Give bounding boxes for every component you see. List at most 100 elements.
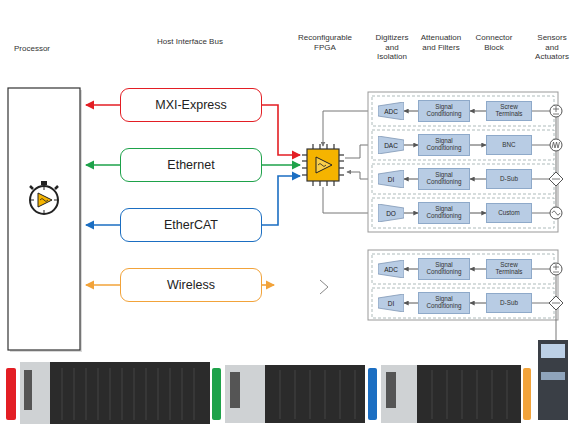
- stopwatch-icon: [30, 186, 33, 189]
- sensor-wire: [532, 213, 550, 214]
- fpga-chip: [312, 144, 313, 149]
- chassis-photo: [325, 370, 326, 419]
- digitizer-shape: [378, 260, 404, 278]
- connector-block: D-Sub: [486, 293, 532, 313]
- column-heading: Sensors and Actuators: [531, 33, 573, 62]
- signal-arrow: [404, 303, 418, 304]
- digitizer-shape: [378, 204, 404, 222]
- digitizer-block: DI: [378, 294, 404, 312]
- chassis-photo: [158, 368, 159, 420]
- sensor-wire: [532, 111, 550, 112]
- fpga-chip: [339, 160, 344, 161]
- chassis-photo: [477, 370, 478, 419]
- sensor-wire: [532, 179, 549, 180]
- column-heading: Processor: [0, 44, 64, 54]
- fpga-chip: [302, 154, 307, 155]
- sensor-wire: [532, 303, 549, 304]
- bus-arrow: [86, 284, 120, 286]
- chassis-photo: [146, 368, 147, 420]
- bus-box: EtherCAT: [120, 208, 262, 242]
- fpga-chip: [326, 181, 327, 186]
- fpga-chip: [302, 174, 307, 175]
- processor-box: [8, 88, 80, 350]
- column-heading: Digitizers and Isolation: [372, 33, 412, 62]
- fpga-chip: [302, 167, 307, 168]
- node-text: Wireless: [167, 278, 215, 292]
- module-group: [372, 164, 554, 194]
- sensor-symbol: [550, 105, 562, 117]
- chassis-photo: [20, 362, 50, 424]
- chassis-photo: [74, 368, 75, 420]
- module-group: [368, 92, 558, 232]
- processor-box: [8, 88, 82, 352]
- signal-arrow: [470, 213, 486, 214]
- sensor-symbol: [549, 296, 563, 310]
- chassis-photo: [541, 372, 565, 380]
- fpga-chip: [326, 144, 327, 149]
- sensor-symbol: [552, 142, 560, 148]
- sensor-symbol: [552, 211, 560, 215]
- node-text: EtherCAT: [164, 218, 218, 232]
- fpga-chip: [339, 174, 344, 175]
- chassis-photo: [182, 368, 183, 420]
- chassis-photo: [194, 368, 195, 420]
- sensor-symbol: [552, 179, 560, 180]
- fpga-chip: [318, 164, 326, 167]
- digitizer-block: ADC: [378, 102, 404, 120]
- connector-block: Custom: [486, 203, 532, 223]
- stopwatch-icon: [40, 199, 48, 202]
- signal-arrow: [404, 269, 418, 270]
- chassis-photo: [295, 370, 296, 419]
- module-group: [372, 130, 554, 160]
- node-text: Signal Conditioning: [420, 138, 468, 151]
- chassis-photo: [122, 368, 123, 420]
- chassis-photo: [212, 368, 221, 420]
- node-text: D-Sub: [500, 300, 518, 307]
- signal-arrow: [470, 303, 486, 304]
- digitizer-shape: [378, 170, 404, 188]
- fpga-chip: [339, 154, 344, 155]
- chassis-photo: [310, 370, 311, 419]
- node-text: DAC: [384, 142, 398, 149]
- chassis-photo: [6, 340, 568, 424]
- node-text: Signal Conditioning: [420, 104, 468, 117]
- chassis-photo: [24, 370, 32, 410]
- chassis-photo: [355, 370, 356, 419]
- sensor-wire: [532, 269, 550, 270]
- column-heading: Attenuation and Filters: [416, 33, 466, 52]
- node-text: DI: [388, 176, 395, 183]
- node-text: Screw Terminals: [488, 104, 530, 117]
- stopwatch-icon: [41, 181, 47, 185]
- node-text: Signal Conditioning: [420, 172, 468, 185]
- chassis-photo: [280, 370, 281, 419]
- fpga-chip: [302, 160, 307, 161]
- chassis-photo: [20, 362, 210, 424]
- chassis-photo: [462, 370, 463, 419]
- sensor-wire: [556, 151, 557, 172]
- digitizer-shape: [378, 136, 404, 154]
- signal-arrow: [404, 213, 418, 214]
- digitizer-block: DO: [378, 204, 404, 222]
- sensor-wire: [556, 310, 557, 340]
- stopwatch-icon: [44, 187, 45, 190]
- column-heading: Reconfigurable FPGA: [293, 33, 357, 52]
- signal-arrow: [404, 179, 418, 180]
- node-text: Ethernet: [167, 158, 214, 172]
- chassis-photo: [225, 365, 365, 423]
- sensor-wire: [556, 186, 557, 207]
- signal-arrow: [404, 145, 418, 146]
- fpga-chip: [316, 157, 332, 173]
- bus-box: Ethernet: [120, 148, 262, 182]
- sensor-symbol: [553, 264, 559, 272]
- chassis-photo: [86, 368, 87, 420]
- node-text: MXI-Express: [155, 98, 227, 112]
- chassis-photo: [368, 368, 377, 420]
- sensor-symbol: [549, 105, 563, 310]
- chassis-photo: [538, 340, 568, 420]
- stopwatch-icon: [54, 200, 57, 201]
- node-text: Signal Conditioning: [420, 296, 468, 309]
- chassis-photo: [386, 372, 396, 408]
- node-text: DO: [386, 210, 396, 217]
- column-heading: Connector Block: [474, 33, 514, 52]
